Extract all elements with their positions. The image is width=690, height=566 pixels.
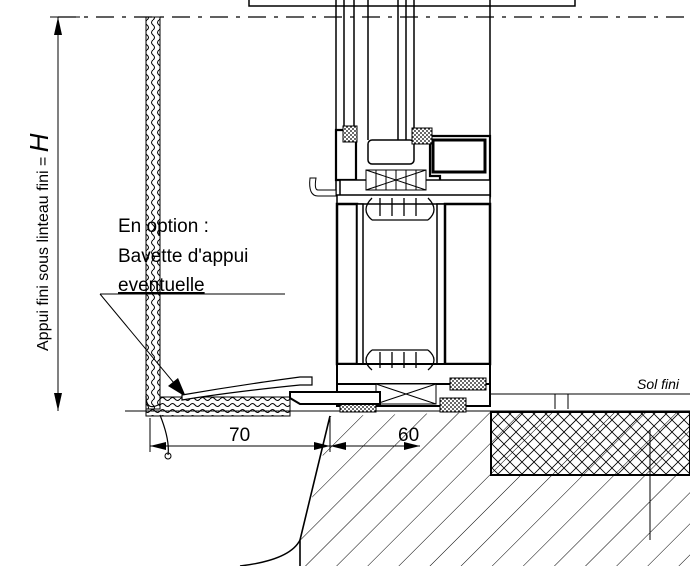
frame-profiles (334, 128, 492, 407)
gaskets (309, 125, 487, 413)
screed-block (490, 411, 690, 476)
height-label: Appui fini sous linteau fini = H (24, 133, 54, 351)
title-frame (248, 0, 576, 7)
sill-flashing (159, 376, 313, 456)
dimension-right: 60 (398, 425, 419, 446)
option-label-line3: eventuelle (118, 275, 205, 296)
thermal-breaks (365, 197, 435, 371)
sill-insulation (145, 396, 291, 417)
option-label-line1: En option : (118, 216, 209, 237)
wall-insulation (145, 16, 161, 410)
concrete-slab (300, 412, 490, 566)
option-leader (99, 293, 285, 397)
dimension-left: 70 (229, 425, 250, 446)
width-dimension (149, 418, 420, 452)
option-label-line2: Bavette d'appui (118, 246, 248, 267)
height-dimension (50, 16, 80, 411)
floor-label: Sol fini (637, 376, 680, 392)
sill-bracket (289, 391, 381, 405)
